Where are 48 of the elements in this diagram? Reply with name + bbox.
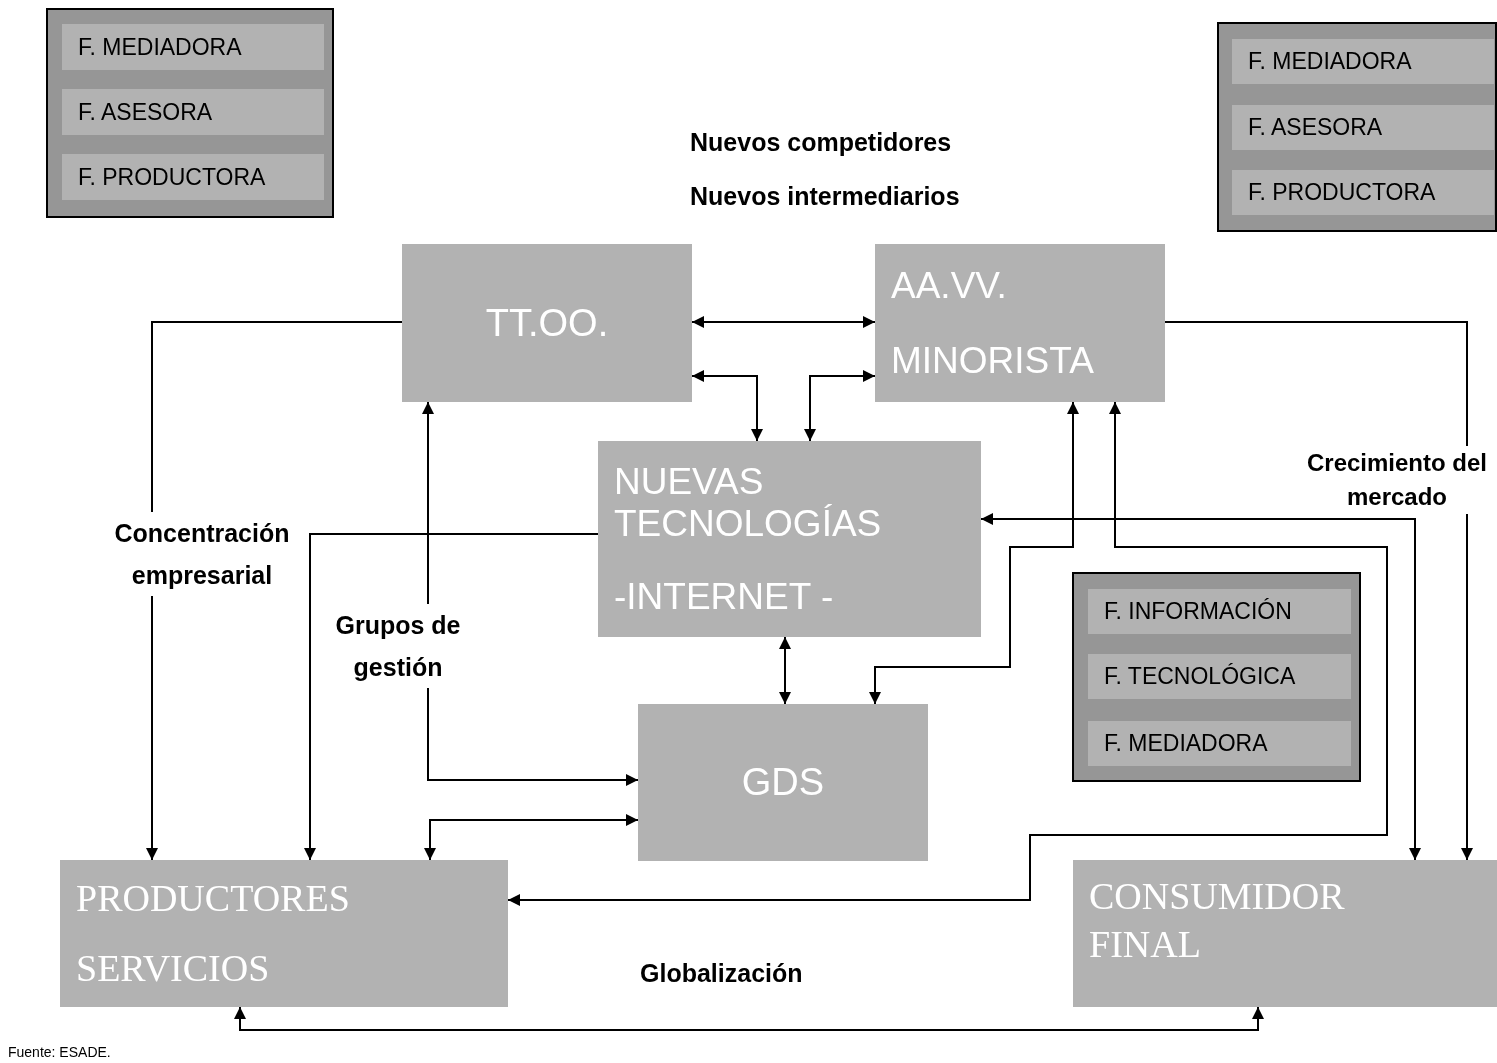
- function-panel: [1217, 22, 1497, 232]
- connector-arrow: [424, 814, 639, 861]
- box-label: AA.VV.: [891, 264, 1008, 307]
- function-row: [1088, 654, 1351, 699]
- connector-arrow: [980, 513, 1421, 861]
- connector-arrow: [691, 316, 876, 328]
- box-label: NUEVAS TECNOLOGÍAS: [614, 460, 883, 545]
- function-row: [62, 154, 324, 200]
- box-label: MINORISTA: [891, 339, 1095, 382]
- box-label: F. INFORMACIÓN: [1104, 597, 1292, 627]
- box-label: TT.OO.: [485, 300, 609, 346]
- process-box: [638, 704, 928, 861]
- box-label: PRODUCTORES: [76, 876, 351, 922]
- function-row: [1232, 105, 1494, 150]
- connector-arrow: [804, 370, 876, 442]
- connector-arrow: [304, 533, 599, 861]
- box-label: F. PRODUCTORA: [78, 162, 266, 192]
- process-box: [875, 244, 1165, 402]
- connector-arrow: [1164, 321, 1473, 861]
- box-label: F. MEDIADORA: [78, 32, 242, 62]
- connector-arrow: [779, 636, 791, 705]
- box-label: CONSUMIDOR FINAL: [1089, 874, 1346, 967]
- connector-arrow: [146, 321, 403, 861]
- box-label: F. MEDIADORA: [1104, 729, 1268, 759]
- box-label: SERVICIOS: [76, 945, 271, 991]
- box-label: F. ASESORA: [78, 97, 213, 127]
- function-row: [62, 89, 324, 135]
- process-box: [60, 860, 508, 1007]
- box-label: F. MEDIADORA: [1248, 47, 1412, 77]
- connector-arrow: [869, 401, 1079, 705]
- function-panel: [1072, 572, 1361, 782]
- connector-arrow: [691, 370, 763, 442]
- function-panel: [46, 8, 334, 218]
- connector-arrow: [507, 401, 1388, 906]
- function-row: [1232, 170, 1494, 215]
- function-row: [1088, 721, 1351, 766]
- function-row: [62, 24, 324, 70]
- box-label: F. ASESORA: [1248, 113, 1383, 143]
- box-label: -INTERNET -: [614, 575, 835, 618]
- box-label: F. TECNOLÓGICA: [1104, 662, 1296, 692]
- process-box: [402, 244, 692, 402]
- process-box: [1073, 860, 1497, 1007]
- box-label: F. PRODUCTORA: [1248, 178, 1436, 208]
- function-row: [1088, 589, 1351, 634]
- function-row: [1232, 39, 1494, 84]
- connector-arrow: [234, 1006, 1264, 1031]
- process-box: [598, 441, 981, 637]
- box-label: GDS: [741, 760, 825, 805]
